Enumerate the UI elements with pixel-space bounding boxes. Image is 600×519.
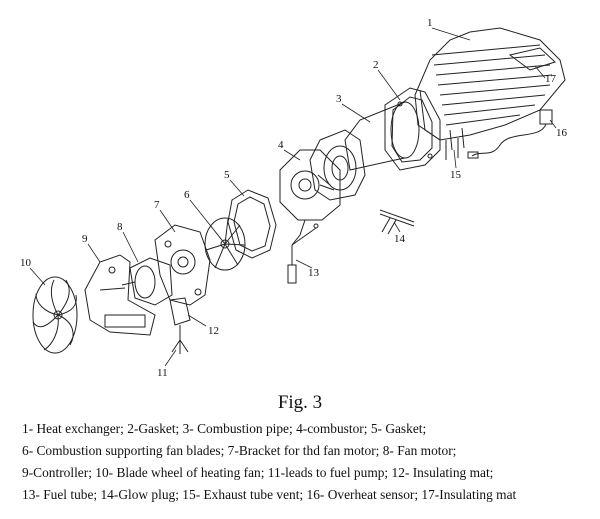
- callout-14: 14: [394, 233, 406, 245]
- insulating-mat-lower-part: [169, 297, 191, 340]
- callout-6: 6: [184, 189, 190, 201]
- parts-legend: 1- Heat exchanger; 2-Gasket; 3- Combusti…: [22, 418, 594, 506]
- legend-line-2: 6- Combustion supporting fan blades; 7-B…: [22, 443, 457, 458]
- callout-10: 10: [20, 257, 32, 269]
- figure-caption: Fig. 3: [277, 392, 323, 413]
- insulating-mat-top-part: [508, 47, 556, 71]
- callout-17: 17: [545, 73, 557, 85]
- legend-line-1: 1- Heat exchanger; 2-Gasket; 3- Combusti…: [22, 421, 427, 436]
- callout-3: 3: [336, 93, 342, 105]
- fan-motor-bracket-part: [154, 224, 211, 306]
- heat-exchanger-part: [414, 27, 566, 151]
- combustion-pipe-part: [309, 101, 420, 201]
- callout-2: 2: [373, 59, 379, 71]
- exploded-view-diagram: 1 2 3 4 5 6 7 8 9 10 11 12 13 14 15 16 1…: [20, 17, 568, 379]
- callout-12: 12: [208, 325, 219, 337]
- heating-fan-wheel-part: [32, 276, 78, 354]
- legend-line-4: 13- Fuel tube; 14-Glow plug; 15- Exhaust…: [22, 487, 517, 502]
- callout-1: 1: [427, 17, 433, 29]
- callout-5: 5: [224, 169, 230, 181]
- gasket-rear-part: [384, 87, 441, 171]
- exploded-view-drawing: 1 2 3 4 5 6 7 8 9 10 11 12 13 14 15 16 1…: [20, 17, 568, 379]
- callout-7: 7: [154, 199, 160, 211]
- callout-4: 4: [278, 139, 284, 151]
- callout-15: 15: [450, 169, 462, 181]
- callout-8: 8: [117, 221, 123, 233]
- fuel-pump-leads-part: [171, 339, 189, 354]
- glow-plug-part: [379, 209, 415, 235]
- callout-11: 11: [157, 367, 168, 379]
- overheat-sensor-part: [467, 109, 553, 159]
- exhaust-tube-vent-part: [445, 138, 459, 160]
- legend-line-3: 9-Controller; 10- Blade wheel of heating…: [22, 465, 494, 480]
- combustor-part: [279, 149, 341, 246]
- controller-part: [84, 254, 156, 336]
- callout-labels: 1 2 3 4 5 6 7 8 9 10 11 12 13 14 15 16 1…: [20, 17, 568, 379]
- gasket-front-part: [227, 189, 277, 259]
- fan-blades-part: [204, 217, 246, 271]
- callout-13: 13: [308, 267, 320, 279]
- callout-9: 9: [82, 233, 88, 245]
- callout-leader-lines: [29, 27, 557, 367]
- fuel-tube-part: [287, 223, 319, 284]
- callout-16: 16: [556, 127, 568, 139]
